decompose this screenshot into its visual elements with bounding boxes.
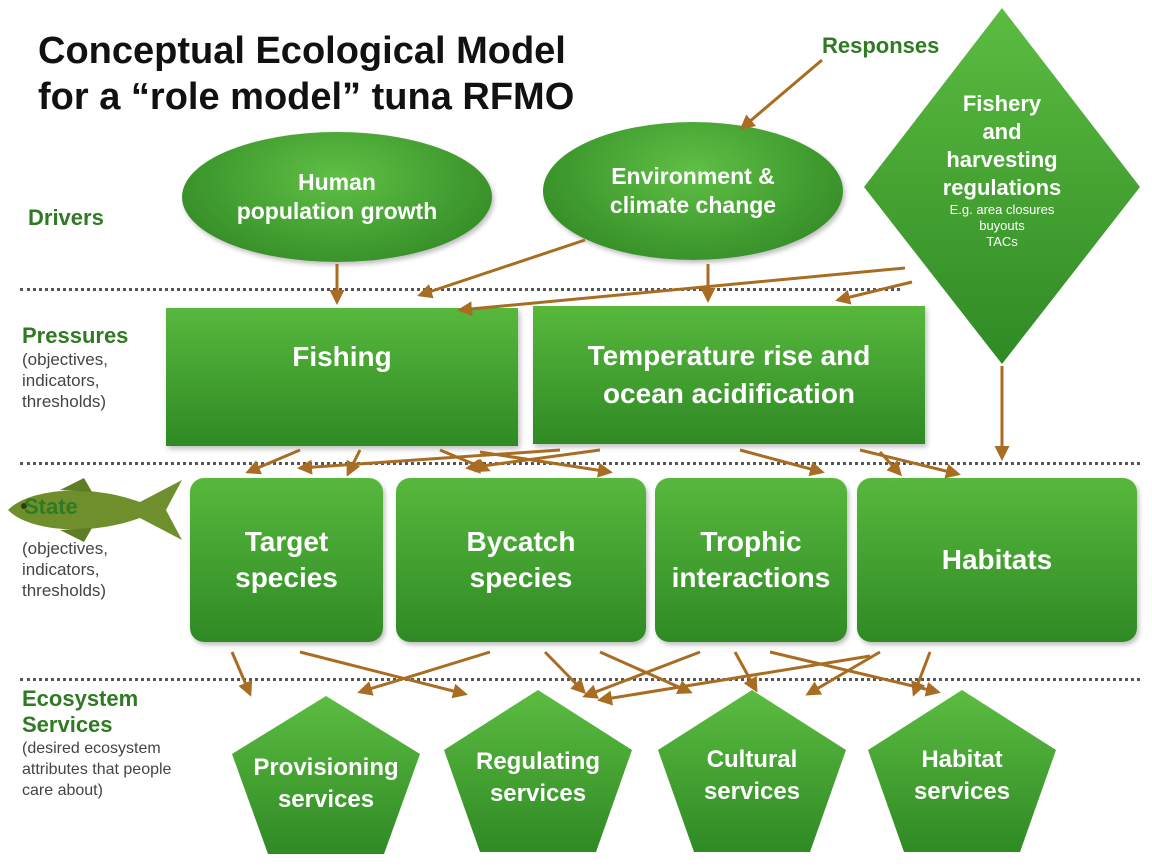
pressure-2-line-2: ocean acidification [602, 378, 856, 409]
state-4-line-1: Habitats [941, 544, 1053, 575]
pressures-sub-3: thresholds) [22, 392, 107, 411]
response-sub-3: TACs [986, 234, 1018, 249]
pressure-fishing: Fishing [166, 308, 518, 446]
pressures-sub-2: indicators, [22, 371, 100, 390]
state-habitats: Habitats [857, 478, 1137, 642]
service-2-line-2: services [489, 780, 587, 807]
pentagon-regulating [444, 690, 632, 852]
state-sub-2: indicators, [22, 560, 100, 579]
services-label-1: Ecosystem [22, 686, 139, 711]
diagram-title: Conceptual Ecological Model for a “role … [38, 28, 574, 120]
driver-2-line-1: Environment & [611, 163, 775, 189]
services-row-label: Ecosystem Services (desired ecosystem at… [22, 686, 171, 801]
title-line-1: Conceptual Ecological Model [38, 30, 566, 72]
response-line-4: regulations [942, 175, 1062, 200]
pressures-sub-1: (objectives, [22, 350, 108, 369]
pressure-1-line-1: Fishing [292, 341, 392, 372]
state-1-line-1: Target [244, 526, 329, 557]
state-sub: (objectives, indicators, thresholds) [22, 538, 108, 601]
response-line-2: and [982, 119, 1022, 144]
driver-environment-climate: Environment & climate change [543, 122, 843, 260]
service-3-line-1: Cultural [706, 746, 798, 773]
state-sub-3: thresholds) [22, 581, 107, 600]
state-target-species: Target species [190, 478, 383, 642]
service-3-line-2: services [703, 778, 801, 805]
response-line-3: harvesting [946, 147, 1058, 172]
pressures-row-label: Pressures (objectives, indicators, thres… [22, 323, 128, 412]
service-cultural: Cultural services [662, 744, 842, 808]
response-sub-1: E.g. area closures [949, 202, 1055, 217]
service-regulating: Regulating services [448, 746, 628, 810]
responses-label: Responses [822, 33, 940, 58]
state-3-line-2: interactions [671, 562, 831, 593]
service-2-line-1: Regulating [476, 748, 600, 775]
services-sub-2: attributes that people [22, 761, 172, 778]
state-1-line-2: species [235, 562, 338, 593]
state-2-line-1: Bycatch [466, 526, 576, 557]
drivers-label: Drivers [28, 205, 104, 230]
driver-1-line-2: population growth [236, 198, 438, 224]
state-bycatch-species: Bycatch species [396, 478, 646, 642]
pressure-2-line-1: Temperature rise and [587, 340, 871, 371]
tuna-fish-icon [8, 478, 182, 542]
state-label: State [24, 494, 78, 519]
pressure-temperature-acidification: Temperature rise and ocean acidification [533, 306, 925, 444]
state-3-line-1: Trophic [700, 526, 802, 557]
response-node: Fishery and harvesting regulations E.g. … [922, 90, 1082, 250]
services-label-2: Services [22, 712, 113, 737]
service-provisioning: Provisioning services [236, 752, 416, 816]
service-habitat: Habitat services [872, 744, 1052, 808]
service-1-line-2: services [277, 786, 375, 813]
response-sub-2: buyouts [979, 218, 1025, 233]
pressures-label: Pressures [22, 323, 129, 348]
services-sub-1: (desired ecosystem [22, 740, 161, 757]
title-line-2: for a “role model” tuna RFMO [38, 76, 575, 118]
service-4-line-2: services [913, 778, 1011, 805]
state-trophic-interactions: Trophic interactions [655, 478, 847, 642]
state-2-line-2: species [469, 562, 573, 593]
services-sub-3: care about) [22, 782, 103, 799]
response-line-1: Fishery [962, 91, 1042, 116]
driver-1-line-1: Human [298, 169, 376, 195]
service-4-line-1: Habitat [921, 746, 1003, 773]
driver-2-line-2: climate change [609, 192, 777, 218]
response-diamond-shape [864, 8, 1140, 364]
pentagon-habitat [868, 690, 1056, 852]
state-sub-1: (objectives, [22, 539, 108, 558]
pentagon-cultural [658, 690, 846, 852]
service-1-line-1: Provisioning [253, 754, 399, 781]
pentagon-provisioning [232, 696, 420, 854]
